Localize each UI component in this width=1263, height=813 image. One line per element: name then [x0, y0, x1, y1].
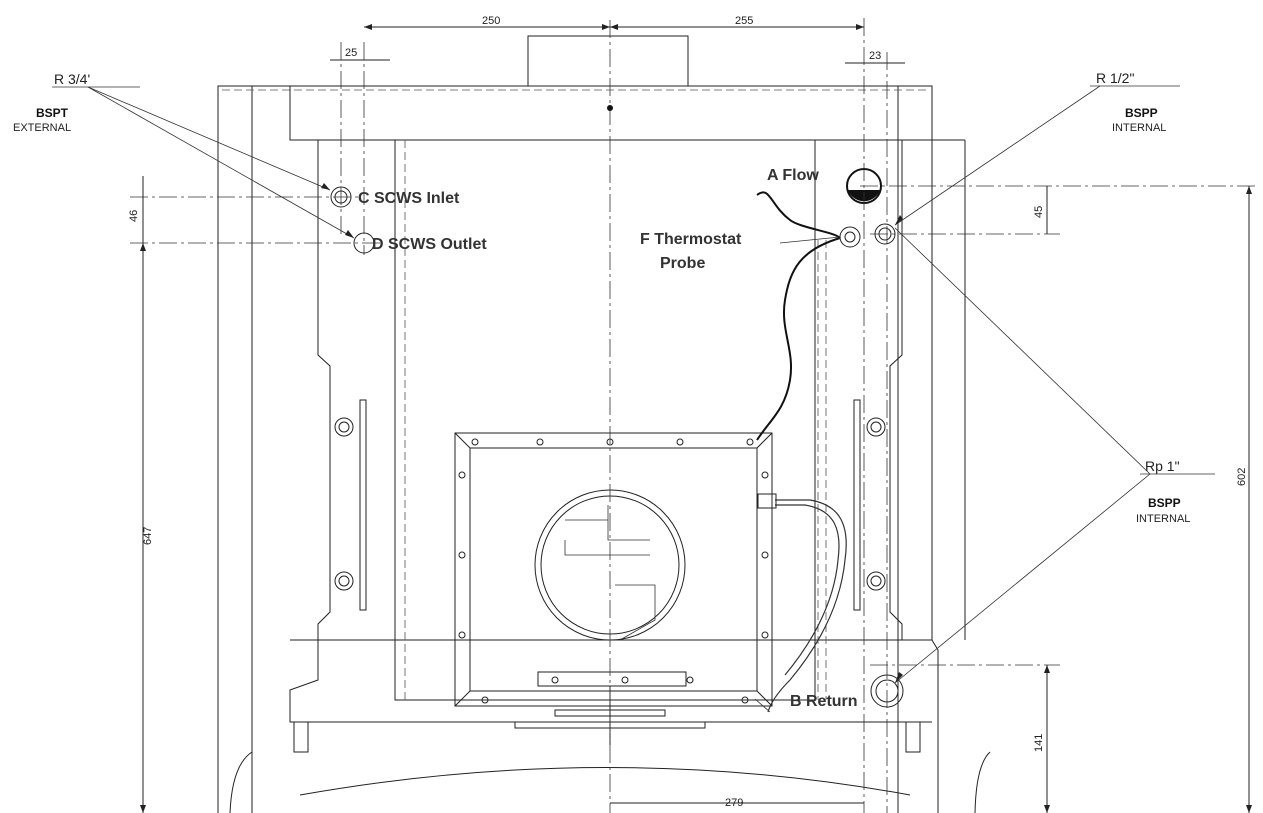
arrowheads	[140, 24, 1252, 813]
spec-left-size: R 3/4'	[54, 71, 90, 87]
connection-labels: A Flow B Return C SCWS Inlet D SCWS Outl…	[358, 167, 858, 710]
dim-141: 141	[1033, 734, 1045, 752]
appliance-outline	[217, 35, 991, 813]
spec-right-mid-type: INTERNAL	[1136, 513, 1190, 525]
spec-left-thread: BSPT	[36, 106, 69, 120]
thermostat-capillary	[756, 191, 847, 713]
spec-right-top-type: INTERNAL	[1112, 122, 1166, 134]
spec-right-mid-thread: BSPP	[1148, 496, 1181, 510]
dim-45: 45	[1033, 206, 1045, 218]
dim-255: 255	[735, 15, 753, 27]
label-f-probe: Probe	[660, 255, 705, 272]
spec-left-type: EXTERNAL	[13, 122, 71, 134]
dim-279: 279	[725, 797, 743, 809]
dim-647: 647	[142, 527, 154, 545]
label-f-thermostat: F Thermostat	[640, 231, 742, 248]
spec-right-top-thread: BSPP	[1125, 106, 1158, 120]
dimension-lines	[142, 26, 1250, 813]
dim-250: 250	[482, 15, 500, 27]
label-a-flow: A Flow	[767, 167, 819, 184]
dimension-labels: 250 255 25 23 46 45 647 602 141 279	[128, 15, 1248, 809]
label-b-return: B Return	[790, 693, 858, 710]
label-d-scws-outlet: D SCWS Outlet	[372, 236, 487, 253]
dim-602: 602	[1236, 468, 1248, 486]
door-window	[454, 432, 773, 745]
dim-46: 46	[128, 210, 140, 222]
centre-lines	[130, 18, 1255, 813]
dim-23: 23	[869, 50, 881, 62]
dim-25: 25	[345, 47, 357, 59]
spec-right-mid-size: Rp 1"	[1145, 458, 1180, 474]
leader-lines	[52, 85, 1215, 713]
label-c-scws-inlet: C SCWS Inlet	[358, 190, 460, 207]
spec-labels: R 3/4' BSPT EXTERNAL R 1/2" BSPP INTERNA…	[13, 70, 1190, 525]
spec-right-top-size: R 1/2"	[1096, 70, 1134, 86]
